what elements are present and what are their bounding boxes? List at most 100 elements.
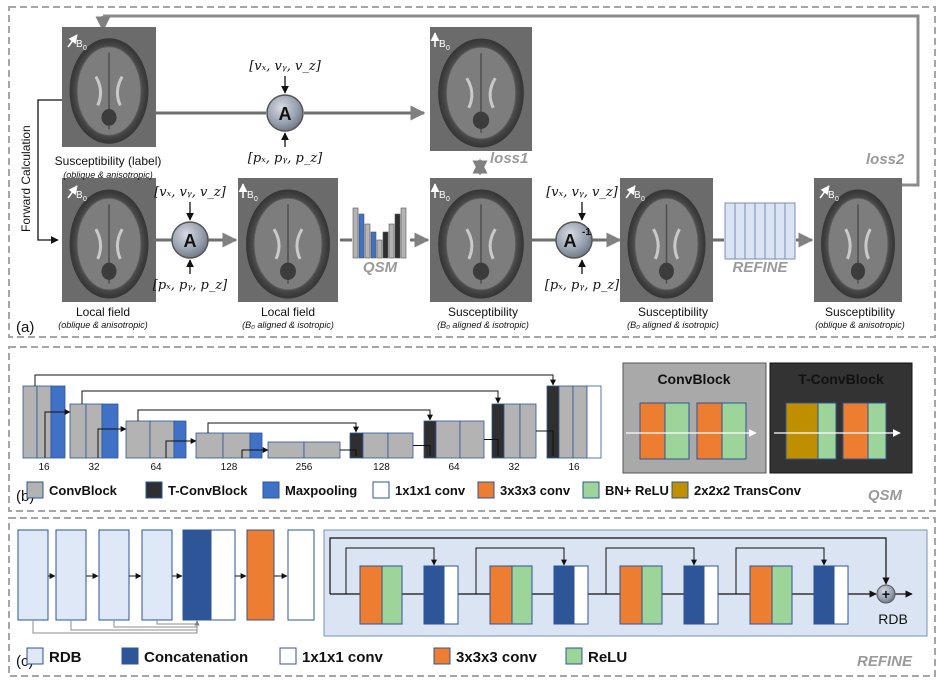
rdb-concat bbox=[683, 565, 705, 625]
rdb-1x1 bbox=[443, 565, 459, 625]
unet-down-arrow bbox=[44, 409, 71, 458]
rdb-1x1 bbox=[833, 565, 849, 625]
unet-channel-label: 16 bbox=[568, 462, 580, 473]
unet-layer bbox=[435, 420, 461, 459]
legend-c-label: Concatenation bbox=[144, 649, 248, 666]
rdb-conv3 bbox=[619, 565, 643, 625]
qsm-icon-bar bbox=[382, 231, 389, 259]
tconvblock-gold bbox=[785, 402, 819, 460]
rdb-relu bbox=[771, 565, 793, 625]
convblock-orange-2 bbox=[696, 402, 723, 460]
rdb-1x1 bbox=[703, 565, 719, 625]
rdb-conv3 bbox=[489, 565, 513, 625]
brain-label-aligned-left-nucleus bbox=[465, 77, 474, 109]
unet-layer bbox=[101, 403, 119, 459]
unet-layer bbox=[503, 403, 521, 459]
tconvblock-green-2 bbox=[867, 402, 887, 460]
v-vector-bottom-1: [vₓ, vᵧ, v_z] bbox=[154, 185, 226, 200]
legend-c-swatch bbox=[121, 647, 139, 665]
qsm-icon-bar bbox=[352, 207, 359, 259]
unet-channel-label: 256 bbox=[296, 462, 313, 473]
brain-susceptibility-refined-aligned-b0-arrow bbox=[625, 185, 636, 199]
unet-layer bbox=[558, 385, 574, 459]
refine-output-block bbox=[287, 529, 315, 621]
brain-local-field-oblique-left-nucleus bbox=[94, 228, 103, 260]
convblock-detail-title: ConvBlock bbox=[657, 371, 730, 387]
brain-local-field-oblique-b0-subscript: 0 bbox=[83, 196, 87, 203]
brain-label-aligned-b0-subscript: 0 bbox=[446, 45, 450, 52]
rdb-detail bbox=[329, 537, 913, 625]
brain-local-field-aligned-b0-label: B bbox=[247, 190, 254, 201]
unet-layer bbox=[125, 420, 151, 459]
rdb-concat bbox=[813, 565, 835, 625]
legend-b-swatch bbox=[582, 481, 600, 499]
loss2-loop-line bbox=[103, 14, 920, 187]
unet-layer bbox=[459, 420, 485, 459]
rdb-block bbox=[55, 529, 87, 621]
unet-channel-label: 16 bbox=[38, 462, 50, 473]
qsm-label: QSM bbox=[363, 259, 398, 276]
rdb-dense-skip bbox=[735, 547, 827, 594]
unet-up-line bbox=[536, 430, 554, 456]
legend-c-label: ReLU bbox=[588, 649, 627, 666]
concat-1x1-block bbox=[210, 529, 236, 621]
caption-3-subtitle: (B₀ aligned & isotropic) bbox=[437, 320, 529, 330]
brain-susceptibility-aligned-left-nucleus bbox=[465, 228, 474, 260]
brain-local-field-aligned-b0-subscript: 0 bbox=[254, 196, 258, 203]
caption-3-title: Susceptibility bbox=[448, 305, 518, 319]
legend-c-swatch bbox=[433, 647, 451, 665]
legend-b-swatch bbox=[477, 481, 495, 499]
brain-susceptibility-aligned-ventricle bbox=[472, 262, 490, 280]
qsm-icon-bar bbox=[394, 213, 401, 259]
caption-2: Local field (B₀ aligned & isotropic) bbox=[242, 305, 334, 330]
legend-c-swatch bbox=[279, 647, 297, 665]
brain-susceptibility-aligned-b0-label: B bbox=[439, 190, 446, 201]
transform-Ainv-superscript: -1 bbox=[582, 227, 591, 238]
unet-layer bbox=[50, 385, 66, 459]
legend-c-swatch bbox=[26, 647, 44, 665]
panel-a-border bbox=[8, 6, 936, 338]
rdb-relu bbox=[511, 565, 533, 625]
rdb-block bbox=[98, 529, 130, 621]
unet-layer bbox=[387, 432, 414, 459]
caption-5-subtitle: (oblique & anisotropic) bbox=[815, 320, 905, 330]
brain-susceptibility-refined-aligned-left-nucleus bbox=[652, 228, 660, 260]
rdb-sum-plus: + bbox=[882, 586, 890, 602]
brain-susceptibility-oblique-b0-subscript: 0 bbox=[835, 196, 839, 203]
rdb-sum-circle bbox=[876, 584, 896, 604]
brain-susceptibility-oblique-left-nucleus bbox=[844, 228, 852, 260]
transform-A-circle-bottom bbox=[171, 221, 209, 259]
unet-layer bbox=[195, 432, 224, 459]
brain-label-aligned-right-nucleus bbox=[488, 77, 497, 109]
brain-label-b0-arrow bbox=[67, 34, 78, 48]
transform-A-label-top: A bbox=[279, 104, 292, 124]
brain-label-ventricle bbox=[101, 109, 117, 126]
legend-b-label: T-ConvBlock bbox=[168, 483, 248, 498]
caption-0-subtitle: (oblique & anisotropic) bbox=[63, 170, 153, 180]
brain-local-field-oblique-b0-label: B bbox=[76, 190, 83, 201]
rdb-detail-label: RDB bbox=[878, 611, 908, 627]
brain-local-field-oblique-right-nucleus bbox=[115, 228, 124, 260]
unet-skip-connection bbox=[81, 390, 501, 404]
brain-susceptibility-refined-aligned-right-nucleus bbox=[673, 228, 681, 260]
panel-b-tag: QSM bbox=[868, 487, 903, 504]
unet-layer bbox=[36, 385, 52, 459]
qsm-icon-bar bbox=[388, 223, 395, 259]
legend-b-label: 3x3x3 conv bbox=[500, 483, 571, 498]
v-vector-top: [vₓ, vᵧ, v_z] bbox=[249, 59, 321, 74]
unet-layer bbox=[572, 385, 588, 459]
rdb-dense-skip bbox=[605, 547, 697, 594]
unet-skip-connection bbox=[34, 374, 556, 386]
caption-0: Susceptibility (label) (oblique & anisot… bbox=[55, 154, 162, 180]
unet-down-arrow bbox=[165, 438, 197, 458]
brain-label-right-nucleus bbox=[115, 75, 124, 107]
unet-down-arrow bbox=[97, 426, 127, 458]
brain-local-field-aligned-left-nucleus bbox=[272, 228, 281, 260]
forward-calculation-label: Forward Calculation bbox=[19, 125, 33, 232]
